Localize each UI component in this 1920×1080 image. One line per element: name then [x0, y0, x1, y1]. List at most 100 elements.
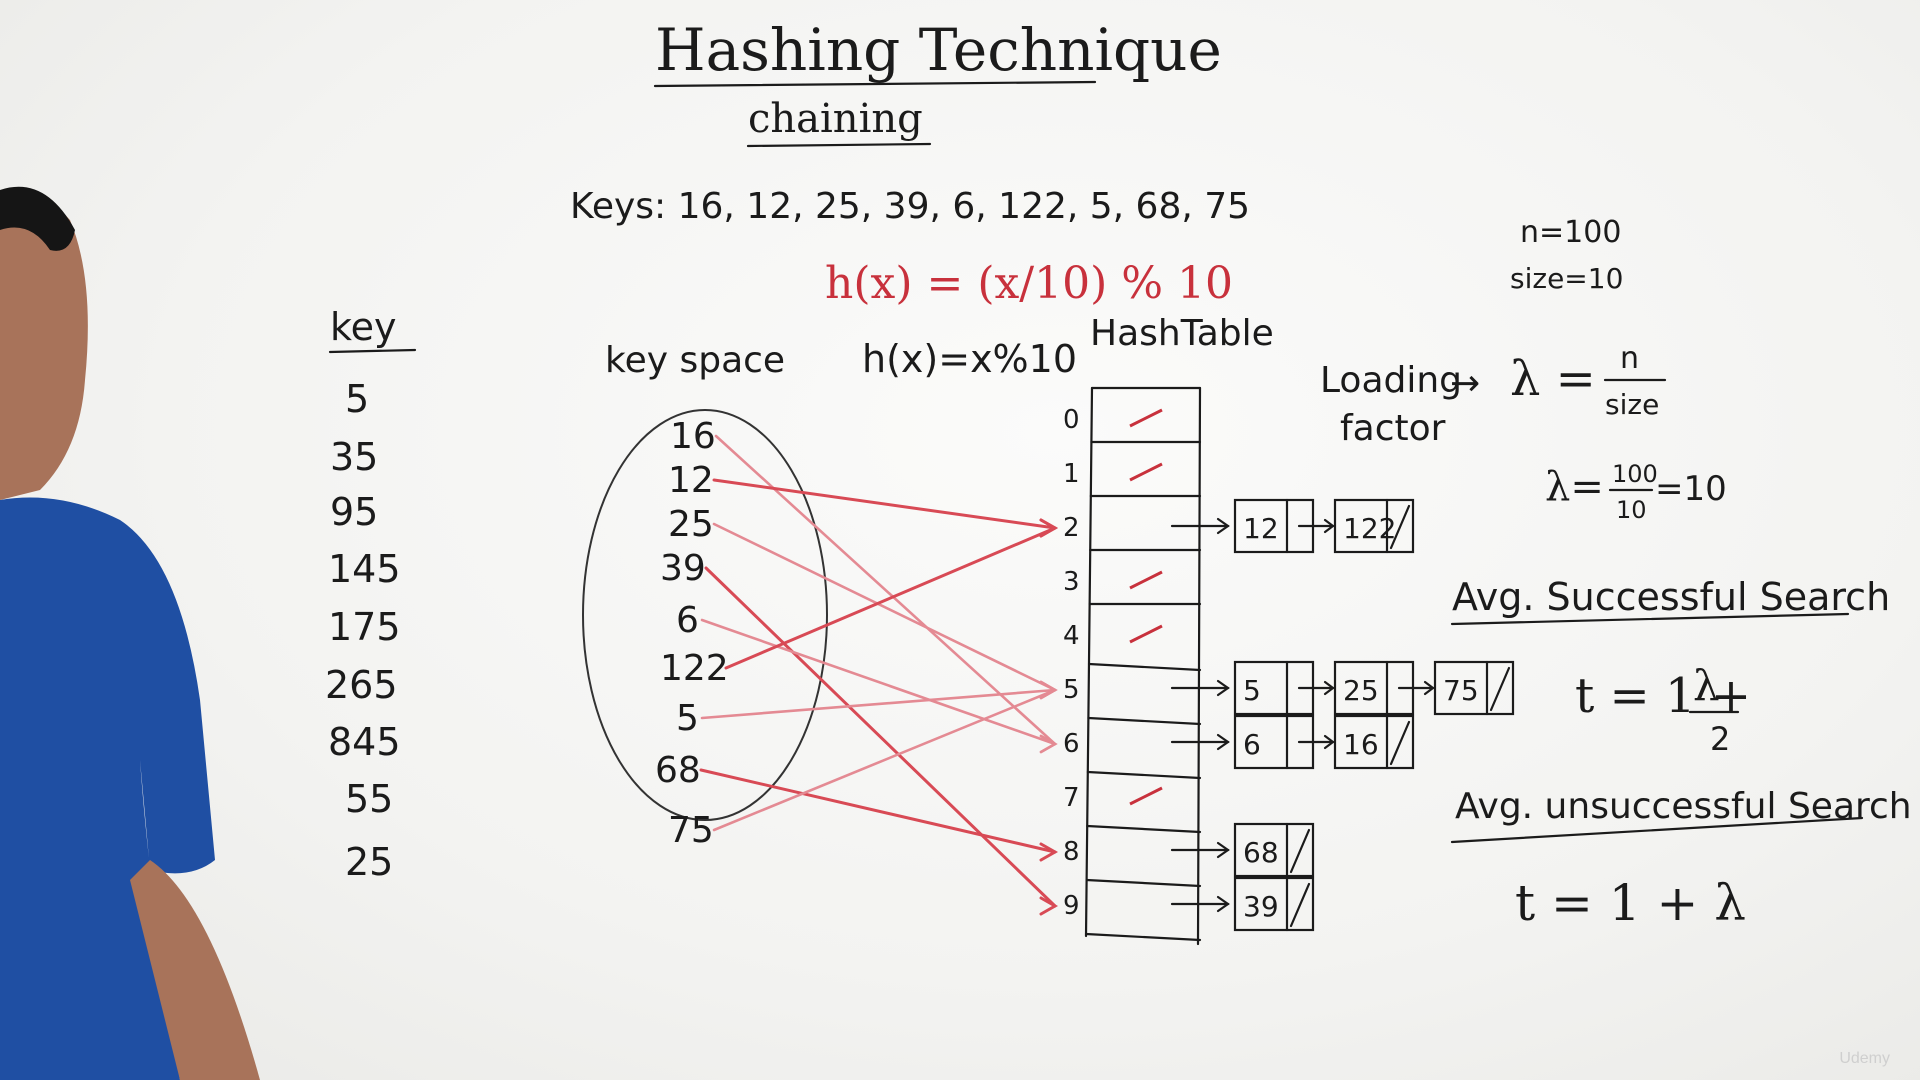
factor-label: factor: [1340, 408, 1446, 449]
left-list-item: 95: [330, 490, 378, 534]
key-space-key: 122: [660, 648, 729, 689]
left-list-item: 265: [325, 663, 398, 707]
chain-node-value: 6: [1243, 728, 1261, 761]
hash-table-index: 9: [1063, 891, 1080, 921]
left-list-item: 845: [328, 720, 401, 764]
successful-search-formula: t = 1 +: [1575, 668, 1751, 724]
chains: 12 122 5 25 75 6 16 68 39: [1170, 498, 1515, 932]
hash-table-index: 2: [1063, 513, 1080, 543]
chain-node: [1333, 498, 1415, 554]
key-space-label: key space: [605, 340, 785, 381]
chain-pointer-arrowhead: [1216, 895, 1230, 913]
chain-node: [1233, 876, 1315, 932]
size-value: size=10: [1510, 262, 1623, 295]
hash-table-row-line: [1087, 716, 1202, 726]
mapping-arrow-6-to-6: [700, 618, 1057, 746]
hash-table-right-edge: [1196, 386, 1202, 946]
null-slash: [1129, 462, 1163, 482]
chain-node: [1233, 822, 1315, 878]
hash-table-row-line: [1084, 932, 1202, 942]
key-space-key: 25: [668, 504, 714, 545]
chain-pointer-arrowhead: [1216, 517, 1230, 535]
chain-node-value: 68: [1243, 836, 1279, 869]
hash-table-index: 5: [1063, 675, 1080, 705]
n-value: n=100: [1520, 215, 1621, 250]
chain-node: [1333, 714, 1415, 770]
successful-search-num: λ: [1693, 661, 1720, 710]
udemy-watermark: Udemy: [1839, 1050, 1890, 1067]
lambda-def-num: n: [1620, 341, 1639, 376]
chain-next-arrowhead: [1423, 680, 1435, 696]
right-notes: n=100 size=10 Loading factor → λ = n siz…: [1320, 215, 1912, 932]
hash-table-index: 4: [1063, 621, 1080, 651]
hash-table-left-edge: [1084, 386, 1094, 938]
left-list-item: 5: [345, 377, 369, 421]
key-space-key: 5: [676, 698, 699, 739]
chain-null-slash: [1289, 828, 1311, 874]
key-space-key: 12: [668, 460, 714, 501]
mapping-arrow-25-to-5: [712, 522, 1057, 692]
null-slash: [1129, 408, 1163, 428]
hash-table-index: 8: [1063, 837, 1080, 867]
chain-next-arrowhead: [1323, 680, 1335, 696]
null-slash: [1129, 570, 1163, 590]
keys-line: Keys: 16, 12, 25, 39, 6, 122, 5, 68, 75: [570, 186, 1250, 227]
lambda-calc-lhs: λ=: [1545, 464, 1604, 510]
hash-table-row-line: [1086, 824, 1202, 834]
hash-table-index: 7: [1063, 783, 1080, 813]
hash-table-index: 1: [1063, 459, 1080, 489]
successful-search-title: Avg. Successful Search: [1452, 575, 1890, 619]
mapping-arrowhead: [1039, 518, 1059, 538]
left-list-item: 25: [345, 840, 393, 884]
chain-node-value: 122: [1343, 512, 1396, 545]
chain-next-arrowhead: [1323, 734, 1335, 750]
hash-function: h(x)=x%10: [862, 337, 1077, 381]
mapping-arrowhead: [1039, 896, 1059, 916]
left-list-item: 55: [345, 777, 393, 821]
mapping-arrows: [699, 434, 1059, 916]
presenter: [0, 186, 260, 1080]
chain-node-value: 5: [1243, 674, 1261, 707]
hash-table-row-line: [1085, 878, 1202, 888]
chain-node-value: 25: [1343, 674, 1379, 707]
key-space-key: 16: [670, 416, 716, 457]
formula-red: h(x) = (x/10) % 10: [825, 258, 1233, 309]
mapping-arrow-122-to-2: [724, 526, 1057, 670]
lambda-calc-num: 100: [1612, 460, 1658, 488]
unsuccessful-search-formula: t = 1 + λ: [1515, 874, 1746, 932]
subtitle: chaining: [748, 96, 923, 142]
chain-node-value: 39: [1243, 890, 1279, 923]
left-list-item: 35: [330, 435, 378, 479]
mapping-arrowhead: [1039, 842, 1059, 862]
unsuccessful-search-title: Avg. unsuccessful Search: [1455, 786, 1912, 827]
mapping-arrow-16-to-6: [714, 434, 1057, 746]
mapping-arrow-75-to-5: [712, 688, 1057, 832]
mapping-arrow-5-to-5: [700, 688, 1057, 720]
left-list-item: 145: [328, 547, 401, 591]
hash-table-row-line: [1087, 662, 1202, 672]
left-list-item: 175: [328, 605, 401, 649]
loading-label: Loading: [1320, 360, 1462, 401]
chain-pointer-arrowhead: [1216, 733, 1230, 751]
key-space-key: 6: [676, 600, 699, 641]
mapping-arrow-12-to-2: [712, 478, 1057, 530]
chain-null-slash: [1289, 882, 1311, 928]
hash-table-index: 6: [1063, 729, 1080, 759]
chain-null-slash: [1389, 720, 1411, 766]
chain-node-value: 75: [1443, 674, 1479, 707]
hash-table-row-line: [1086, 770, 1202, 780]
chain-node-value: 16: [1343, 728, 1379, 761]
hash-table-index: 0: [1063, 405, 1080, 435]
lambda-calc-rhs: =10: [1655, 469, 1727, 509]
chain-node-value: 12: [1243, 512, 1279, 545]
lambda-def-lhs: λ =: [1510, 351, 1596, 407]
title: Hashing Technique: [655, 16, 1222, 84]
loading-arrow: →: [1450, 363, 1480, 404]
key-space-ellipse: [582, 409, 828, 821]
mapping-arrow-39-to-9: [704, 566, 1057, 908]
null-slash: [1129, 786, 1163, 806]
chain-pointer-arrowhead: [1216, 841, 1230, 859]
